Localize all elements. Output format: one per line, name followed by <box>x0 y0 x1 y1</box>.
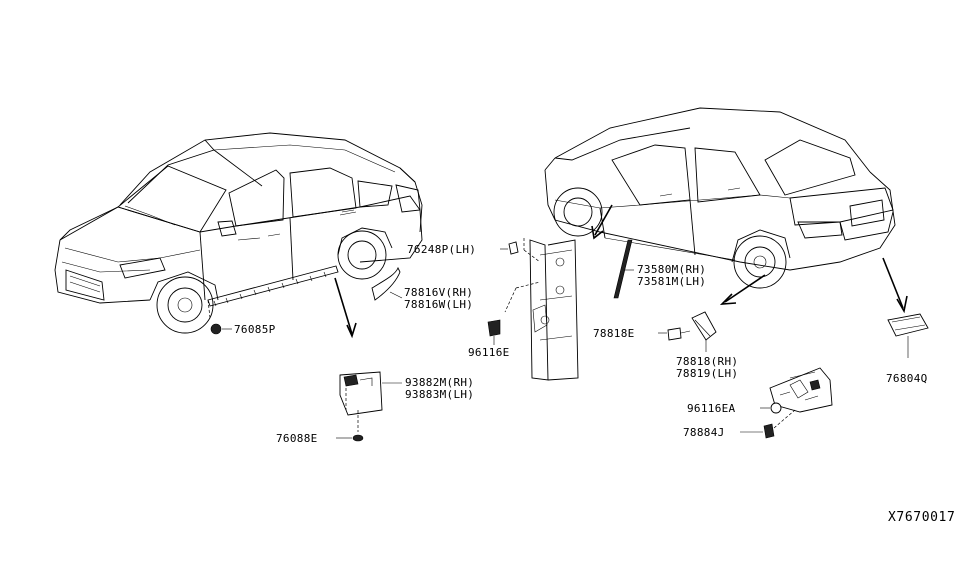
label-78816V: 78816V(RH) <box>404 286 473 299</box>
label-76804Q: 76804Q <box>886 372 928 385</box>
right-callouts <box>591 204 929 439</box>
label-93883M: 93883M(LH) <box>405 388 474 401</box>
label-73580M: 73580M(RH) <box>637 263 706 276</box>
label-96116EA: 96116EA <box>687 402 736 415</box>
label-93882M: 93882M(RH) <box>405 376 474 389</box>
car-rear-view <box>544 107 896 289</box>
diagram-code: X7670017 <box>888 510 955 525</box>
label-78816W: 78816W(LH) <box>404 298 473 311</box>
car-front-view <box>54 132 423 334</box>
label-96116E: 96116E <box>468 346 510 359</box>
label-78818: 78818(RH) <box>676 355 738 368</box>
label-76248P: 76248P(LH) <box>407 243 476 256</box>
part-labels: 76085P 76088E 93882M(RH) 93883M(LH) 7881… <box>234 243 955 525</box>
label-76088E: 76088E <box>276 432 318 445</box>
label-78819: 78819(LH) <box>676 367 738 380</box>
label-76085P: 76085P <box>234 323 276 336</box>
pillar-detail <box>487 238 579 381</box>
label-78884J: 78884J <box>683 426 725 439</box>
label-73581M: 73581M(LH) <box>637 275 706 288</box>
label-78818E: 78818E <box>593 327 635 340</box>
left-callouts <box>207 266 403 442</box>
